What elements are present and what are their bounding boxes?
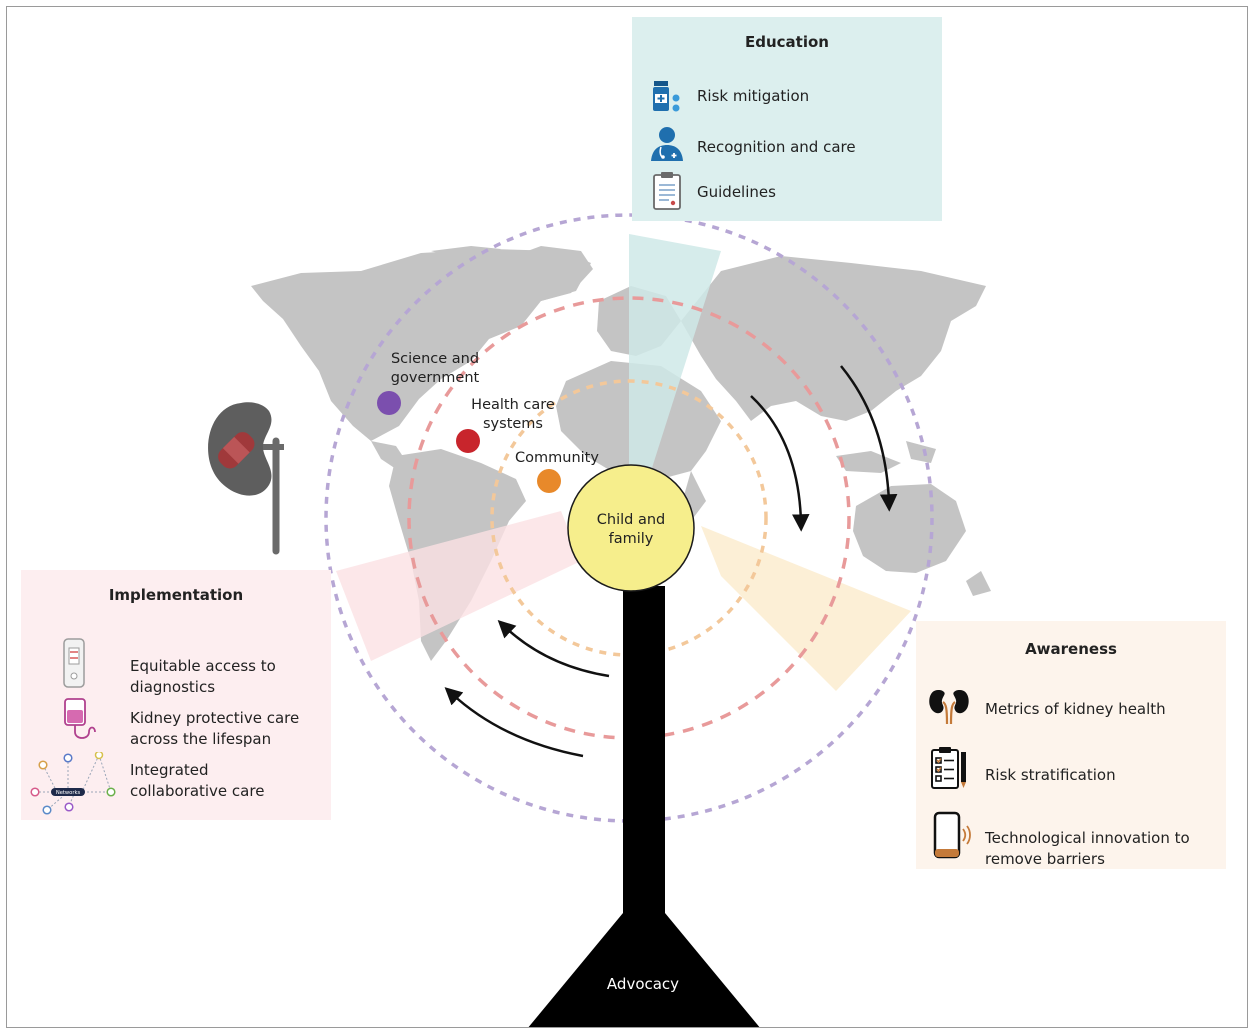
kidney-bandage-icon (208, 402, 284, 555)
network-icon: Networks (30, 752, 116, 815)
advocacy-label: Advocacy (606, 975, 680, 993)
awareness-wedge (701, 526, 911, 691)
kidney-protective-text: Kidney protective care across the lifesp… (130, 709, 300, 748)
ring-science-government (324, 213, 934, 823)
test-strip-icon (63, 638, 85, 688)
education-panel: Education Risk mitigation Recognition an… (632, 17, 942, 221)
medicine-bottle-icon (653, 81, 680, 112)
guidelines-text: Guidelines (697, 183, 776, 201)
implementation-panel: Implementation Equitable access to diagn… (21, 570, 331, 820)
awareness-panel: Awareness Metrics of kidney health Risk … (916, 621, 1226, 869)
metrics-kidney-text: Metrics of kidney health (985, 700, 1166, 718)
iv-bag-icon (64, 698, 96, 739)
education-title: Education (745, 33, 829, 51)
diagram-canvas (208, 213, 991, 1027)
smartphone-icon (933, 811, 971, 859)
health-care-systems-label: Health care systems (471, 397, 555, 432)
advocacy-pole (623, 586, 665, 921)
community-dot (537, 469, 561, 493)
tech-innovation-text: Technological innovation to remove barri… (985, 829, 1190, 868)
recognition-care-text: Recognition and care (697, 138, 856, 156)
advocacy-base (528, 913, 760, 1027)
center-label-line1: Child and (596, 512, 666, 528)
awareness-title: Awareness (1025, 640, 1117, 658)
arrow-outward-1 (497, 619, 610, 678)
integrated-care-text: Integrated collaborative care (130, 761, 265, 800)
community-label: Community (515, 450, 599, 466)
risk-mitigation-text: Risk mitigation (697, 87, 810, 105)
arrow-outward-2 (444, 687, 584, 758)
health-care-systems-dot (456, 429, 480, 453)
arrow-inward-2 (840, 365, 898, 512)
arrow-inward-1 (750, 395, 810, 532)
child-family-circle (567, 464, 695, 592)
education-wedge (629, 234, 721, 471)
center-label-line2: family (608, 531, 654, 547)
implementation-wedge (336, 511, 581, 661)
clipboard-icon (653, 172, 681, 210)
kidneys-icon (929, 690, 969, 725)
doctor-icon (651, 127, 683, 161)
risk-stratification-text: Risk stratification (985, 766, 1116, 784)
center-label: Child and family (568, 511, 694, 549)
svg-text:Networks: Networks (56, 790, 81, 796)
science-government-label: Science and government (390, 351, 480, 386)
equitable-access-text: Equitable access to diagnostics (130, 657, 276, 696)
figure-frame: Child and family Advocacy Science and go… (6, 6, 1248, 1028)
implementation-title: Implementation (108, 586, 244, 604)
science-government-dot (377, 391, 401, 415)
checklist-icon (931, 747, 966, 789)
